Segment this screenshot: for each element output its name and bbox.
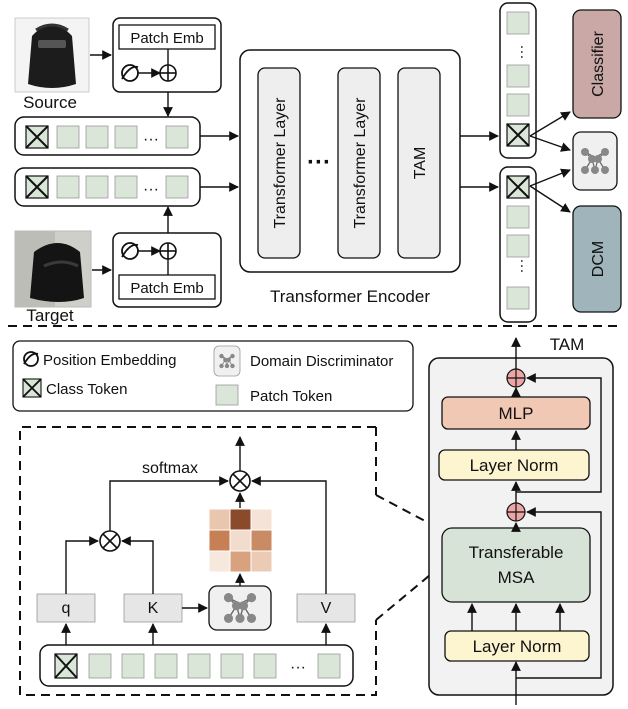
patch-token [56,175,80,199]
svg-text:Domain Discriminator: Domain Discriminator [250,353,393,370]
heatmap-cell [229,550,252,573]
class-token-icon [506,175,530,199]
svg-text:Layer Norm: Layer Norm [470,456,559,475]
attention-heatmap [208,508,273,573]
svg-text:Patch Token: Patch Token [250,388,332,405]
svg-text:Classifier: Classifier [590,30,607,96]
svg-text:DCM: DCM [590,241,607,277]
transformer-layer-1 [257,67,301,259]
class-token-icon [25,175,49,199]
patch-token [85,175,109,199]
heatmap-cell [229,529,252,552]
patch-token [85,125,109,149]
add-icon [159,64,177,82]
target-label: Target [26,306,74,325]
svg-text:MLP: MLP [499,404,534,423]
class-token-icon [22,378,42,398]
encoder-tam-label: TAM [412,147,429,180]
source-patch-emb-module: Patch Emb [112,17,222,93]
transformer-layer-2-label: Transformer Layer [352,97,369,229]
svg-text:Class Token: Class Token [46,381,127,398]
heatmap-cell [208,529,231,552]
transformer-layer-1-label: Transformer Layer [272,97,289,229]
token-ellipsis: ··· [514,45,531,60]
svg-text:MSA: MSA [498,568,536,587]
token-ellipsis: ··· [143,181,159,198]
svg-text:Layer Norm: Layer Norm [473,637,562,656]
k-projection: K [123,593,183,623]
tam-layer-norm-bottom: Layer Norm [444,630,590,662]
svg-text:q: q [62,600,71,617]
output-target-tokens: ··· [499,166,537,323]
classifier-head: Classifier [572,9,622,119]
source-patch-emb-label: Patch Emb [130,30,203,47]
domain-discriminator-icon [213,345,241,377]
q-projection: q [36,593,96,623]
position-embedding-icon [23,351,39,367]
target-patch-emb-module: Patch Emb [112,232,222,308]
token-ellipsis: ··· [514,259,531,274]
svg-text:···: ··· [290,659,306,676]
tam-layer-norm-top: Layer Norm [438,449,590,481]
target-token-sequence: ··· [14,167,201,207]
heatmap-cell [250,550,273,573]
residual-add-icon [506,368,526,388]
attention-detail-border [19,426,377,696]
v-projection: V [296,593,356,623]
svg-text:Position Embedding: Position Embedding [43,352,176,369]
target-patch-emb-label: Patch Emb [130,280,203,297]
transformer-layer-2 [337,67,381,259]
patch-token [114,175,138,199]
encoder-tam-block [397,67,441,259]
tam-mlp: MLP [441,396,591,430]
transformer-encoder-label: Transformer Encoder [270,287,430,306]
source-label: Source [23,93,77,112]
svg-text:Transferable: Transferable [469,543,564,562]
attention-domain-discriminator [208,585,272,631]
class-token-icon [506,123,530,147]
patch-token [165,125,189,149]
output-source-tokens: ··· [499,2,537,159]
legend: Position Embedding Class Token Domain Di… [12,340,414,412]
token-ellipsis: ··· [143,131,159,148]
av-multiply-icon [229,470,251,492]
class-token-icon [25,125,49,149]
tam-transferable-msa: Transferable MSA [441,527,591,603]
qk-multiply-icon [99,530,121,552]
attention-input-tokens: ··· [39,644,354,687]
domain-discriminator-head [572,131,618,191]
heatmap-cell [208,550,231,573]
dcm-head: DCM [572,205,622,313]
source-token-sequence: ··· [14,116,201,156]
source-image [14,17,90,93]
heatmap-cell [229,508,252,531]
patch-token [114,125,138,149]
residual-add-icon [506,502,526,522]
heatmap-cell [250,529,273,552]
target-image [14,230,92,308]
patch-token [165,175,189,199]
svg-text:K: K [148,600,159,617]
transformer-encoder: Transformer Layer ··· Transformer Layer … [239,49,461,273]
tam-title: TAM [550,335,585,354]
layer-ellipsis: ··· [307,149,331,176]
patch-token-icon [215,384,239,406]
softmax-label: softmax [142,460,198,477]
heatmap-cell [250,508,273,531]
patch-token [56,125,80,149]
svg-text:V: V [321,600,332,617]
class-token-icon [54,653,78,679]
add-icon [159,242,177,260]
heatmap-cell [208,508,231,531]
